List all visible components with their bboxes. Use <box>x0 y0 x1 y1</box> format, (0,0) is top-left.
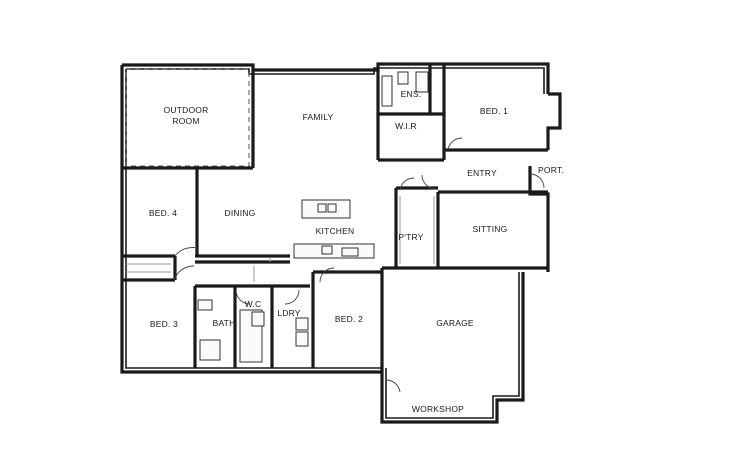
label-outdoor-room-line1: OUTDOOR <box>164 105 209 115</box>
ensuite-fixtures <box>381 71 429 107</box>
wc-laundry-fixtures <box>251 311 309 347</box>
interior-walls <box>122 64 548 372</box>
label-bed4: BED. 4 <box>149 208 177 218</box>
label-bed3: BED. 3 <box>150 319 178 329</box>
kitchen-island <box>301 199 351 219</box>
kitchen-bench <box>293 243 375 259</box>
label-workshop: WORKSHOP <box>412 404 464 414</box>
label-entry: ENTRY <box>467 168 497 178</box>
label-laundry: LDRY <box>277 308 300 318</box>
label-wc: W.C <box>245 299 262 309</box>
doors <box>173 137 545 393</box>
label-bed2: BED. 2 <box>335 314 363 324</box>
label-kitchen: KITCHEN <box>316 226 355 236</box>
label-bath: BATH <box>213 318 236 328</box>
label-portico: PORT. <box>538 165 564 175</box>
label-sitting: SITTING <box>473 224 508 234</box>
label-garage: GARAGE <box>436 318 474 328</box>
label-wir: W.I.R <box>395 121 417 131</box>
label-family: FAMILY <box>303 112 334 122</box>
inner-lines <box>126 196 435 282</box>
bathroom-fixtures <box>197 299 263 363</box>
label-dining: DINING <box>225 208 256 218</box>
label-outdoor-room-line2: ROOM <box>172 116 199 126</box>
label-pantry: P'TRY <box>398 232 423 242</box>
label-ensuite: ENS. <box>401 89 422 99</box>
outdoor-room-outline <box>125 68 250 167</box>
label-bed1: BED. 1 <box>480 106 508 116</box>
room-labels: OUTDOOR ROOM FAMILY ENS. W.I.R BED. 1 EN… <box>149 89 564 414</box>
